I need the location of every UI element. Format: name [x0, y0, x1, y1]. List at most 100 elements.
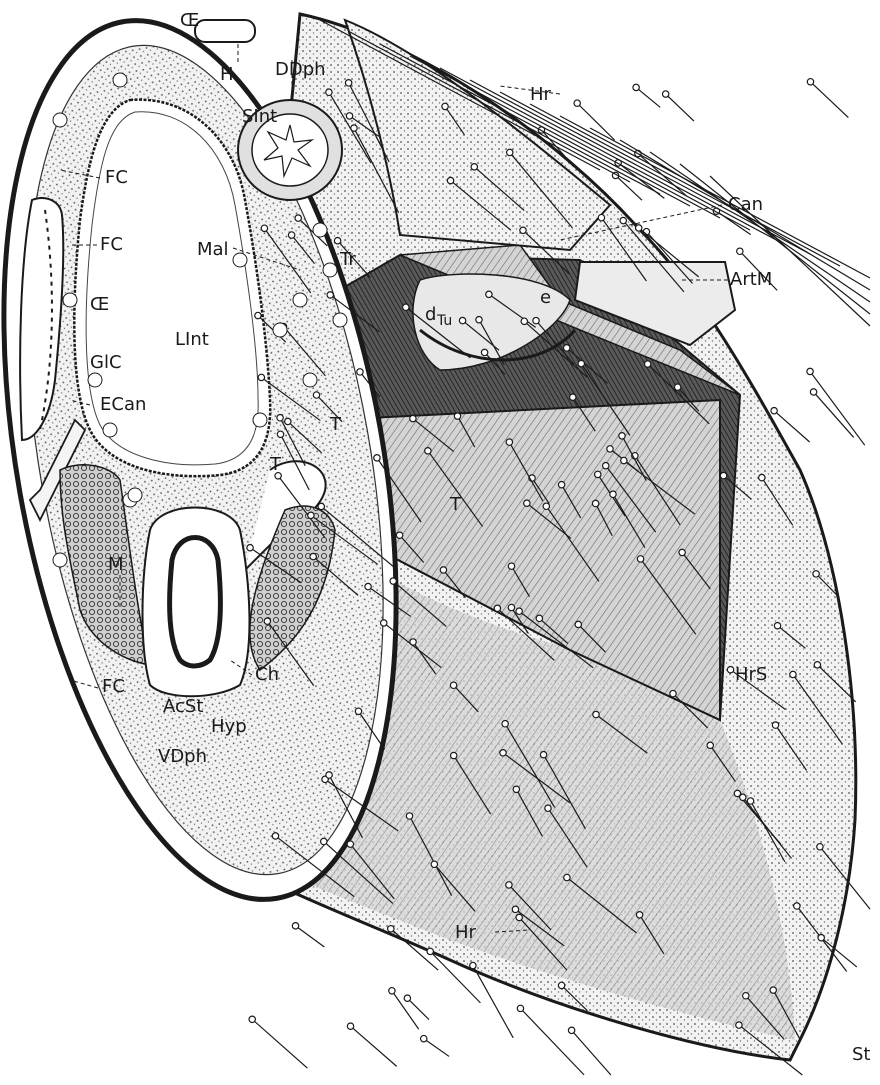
- hair: [810, 371, 865, 445]
- cell: [273, 323, 287, 337]
- cell: [253, 413, 267, 427]
- hair-socket: [570, 394, 576, 400]
- hair-socket: [396, 532, 402, 538]
- hair: [520, 1008, 584, 1075]
- hair-socket: [543, 503, 549, 509]
- hair-socket: [347, 1023, 353, 1029]
- hair-socket: [574, 100, 580, 106]
- hair-socket: [459, 317, 465, 323]
- hair-socket: [598, 214, 604, 220]
- cell: [53, 553, 67, 567]
- hair-socket: [512, 906, 518, 912]
- hair-socket: [389, 988, 395, 994]
- hair-socket: [633, 84, 639, 90]
- label-hr-bottom: Hr: [455, 922, 477, 943]
- hair-socket: [357, 369, 363, 375]
- hair-socket: [536, 615, 542, 621]
- hair-socket: [334, 238, 340, 244]
- cell: [113, 73, 127, 87]
- hair-socket: [471, 164, 477, 170]
- hair-socket: [403, 304, 409, 310]
- hair-socket: [326, 89, 332, 95]
- label-t-1: T: [329, 414, 342, 435]
- hair-socket: [620, 217, 626, 223]
- hair-socket: [288, 232, 294, 238]
- hair-socket: [508, 604, 514, 610]
- hair-socket: [540, 751, 546, 757]
- hair-socket: [388, 926, 394, 932]
- hair-socket: [345, 80, 351, 86]
- hair-socket: [313, 392, 319, 398]
- hair-socket: [450, 682, 456, 688]
- hair-socket: [619, 433, 625, 439]
- cell: [303, 373, 317, 387]
- hair-socket: [517, 1005, 523, 1011]
- hair-socket: [774, 622, 780, 628]
- hair-socket: [410, 415, 416, 421]
- label-glc: GlC: [90, 352, 122, 373]
- hair-socket: [558, 481, 564, 487]
- hair-socket: [347, 841, 353, 847]
- hair-socket: [427, 948, 433, 954]
- hair: [814, 392, 854, 438]
- hair-socket: [740, 794, 746, 800]
- hair-socket: [249, 1016, 255, 1022]
- label-t-3: T: [449, 494, 462, 515]
- hair: [616, 175, 642, 200]
- hair-socket: [516, 914, 522, 920]
- hair-socket: [285, 418, 291, 424]
- hair-socket: [621, 457, 627, 463]
- label-tu: Tu: [436, 313, 452, 329]
- cell: [323, 263, 337, 277]
- hair-socket: [506, 439, 512, 445]
- hair-socket: [247, 544, 253, 550]
- hair-socket: [506, 882, 512, 888]
- hair-socket: [451, 752, 457, 758]
- label-lint: LInt: [175, 329, 209, 350]
- label-vdph: VDph: [158, 746, 207, 767]
- label-oe-left: Œ: [90, 294, 109, 315]
- hair-socket: [346, 113, 352, 119]
- label-fc-3: FC: [102, 676, 125, 697]
- hair-socket: [355, 708, 361, 714]
- label-hrs: HrS: [735, 664, 767, 685]
- label-fc-2: FC: [100, 234, 123, 255]
- label-hr-top: Hr: [530, 84, 552, 105]
- hair-socket: [810, 389, 816, 395]
- hair-socket: [727, 666, 733, 672]
- hair-socket: [770, 987, 776, 993]
- hair-socket: [533, 317, 539, 323]
- hair-socket: [481, 349, 487, 355]
- hair-socket: [814, 662, 820, 668]
- hair-socket: [807, 79, 813, 85]
- hair-socket: [662, 91, 668, 97]
- hair-socket: [679, 549, 685, 555]
- hair-socket: [720, 472, 726, 478]
- hair-socket: [421, 1035, 427, 1041]
- hair-socket: [759, 474, 765, 480]
- hair-socket: [772, 722, 778, 728]
- hair: [424, 1039, 449, 1057]
- hair-socket: [575, 621, 581, 627]
- hair-socket: [374, 455, 380, 461]
- label-artm: ArtM: [730, 269, 772, 290]
- hair-socket: [636, 912, 642, 918]
- hair-socket: [261, 225, 267, 231]
- hair-socket: [743, 993, 749, 999]
- hair-socket: [500, 750, 506, 756]
- hair-socket: [610, 491, 616, 497]
- hair-socket: [674, 384, 680, 390]
- hair-socket: [545, 805, 551, 811]
- hair-socket: [513, 786, 519, 792]
- hair-socket: [794, 903, 800, 909]
- label-e: e: [540, 287, 551, 308]
- label-st: St: [852, 1044, 870, 1065]
- hair-socket: [568, 1027, 574, 1033]
- hair-socket: [425, 448, 431, 454]
- hair-socket: [737, 248, 743, 254]
- label-sint: SInt: [242, 106, 277, 127]
- hair-socket: [502, 721, 508, 727]
- cell: [333, 313, 347, 327]
- hair-socket: [736, 1022, 742, 1028]
